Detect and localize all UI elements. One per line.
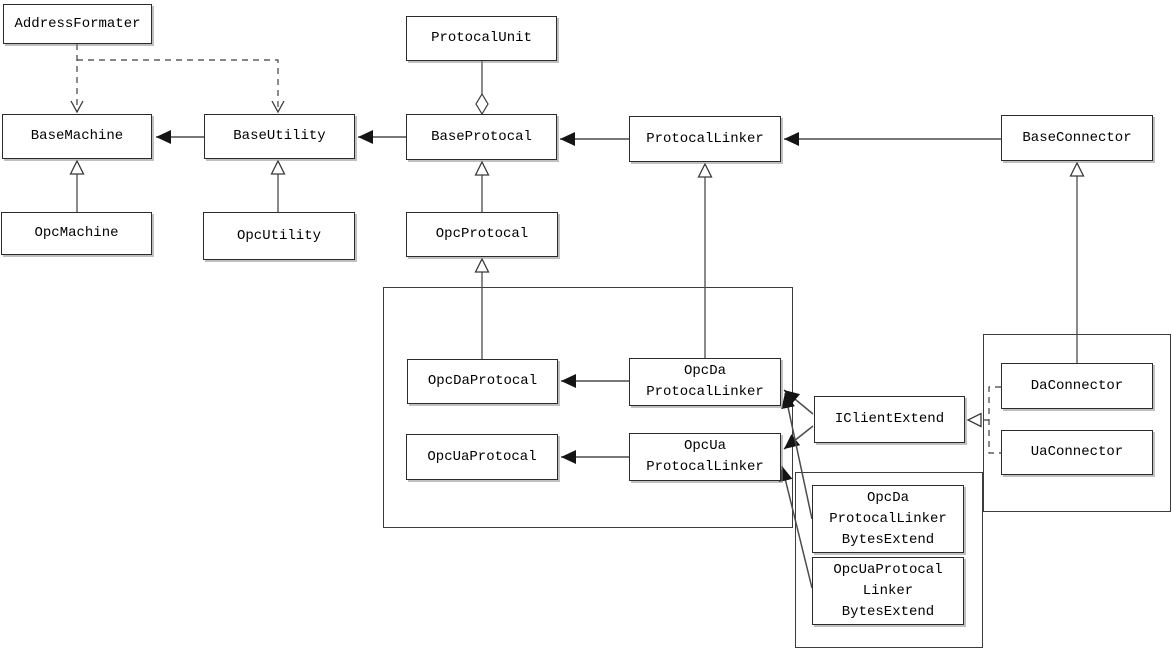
class-iclient-extend: IClientExtend — [814, 396, 965, 443]
class-protocal-unit: ProtocalUnit — [406, 16, 557, 61]
class-opc-da-protocal-linker-bytes-extend-label: OpcDa — [866, 489, 909, 506]
class-base-connector: BaseConnector — [1001, 115, 1153, 161]
edge-assoc-opc-da-bytes-extend-to-opc-da-protocal-linker — [781, 392, 813, 520]
class-opc-ua-protocal-linker-label: ProtocalLinker — [646, 459, 764, 475]
class-address-formater-label: AddressFormater — [14, 15, 141, 32]
class-opc-machine-label: OpcMachine — [34, 225, 119, 241]
class-opc-protocal: OpcProtocal — [406, 212, 558, 257]
class-base-utility: BaseUtility — [204, 114, 355, 159]
class-opc-ua-protocal-linker-label: OpcUa — [683, 438, 726, 454]
class-opc-ua-protocal-linker-bytes-extend-label: BytesExtend — [841, 603, 935, 620]
class-iclient-extend-label: IClientExtend — [834, 411, 945, 427]
class-base-protocal-label: BaseProtocal — [431, 128, 532, 145]
edge-dashed-plain-connector-bracket — [988, 386, 1001, 454]
edge-assoc-iclient-extend-to-opc-ua-protocal-linker — [783, 425, 814, 450]
class-da-connector-label: DaConnector — [1030, 377, 1124, 394]
class-address-formater: AddressFormater — [3, 4, 152, 44]
class-opc-utility-label: OpcUtility — [236, 227, 321, 244]
bytes-extend-group — [795, 472, 983, 648]
edge-assoc-opc-ua-bytes-extend-to-opc-ua-protocal-linker — [778, 465, 813, 589]
class-base-utility-label: BaseUtility — [233, 128, 326, 144]
class-opc-ua-protocal: OpcUaProtocal — [406, 434, 558, 480]
class-opc-ua-protocal-linker-bytes-extend-label: OpcUaProtocal — [833, 561, 943, 578]
class-opc-ua-protocal-label: OpcUaProtocal — [427, 448, 537, 465]
class-protocal-unit-label: ProtocalUnit — [431, 30, 532, 46]
class-opc-da-protocal-linker-bytes-extend-label: BytesExtend — [841, 531, 935, 548]
class-protocal-linker-label: ProtocalLinker — [646, 130, 764, 147]
class-da-connector: DaConnector — [1001, 363, 1153, 409]
class-opc-utility: OpcUtility — [203, 212, 355, 260]
class-opc-protocal-label: OpcProtocal — [435, 226, 529, 242]
class-base-machine: BaseMachine — [2, 114, 152, 159]
class-opc-da-protocal-linker-bytes-extend-label: ProtocalLinker — [829, 510, 947, 527]
class-base-machine-label: BaseMachine — [30, 128, 124, 144]
class-base-protocal: BaseProtocal — [406, 114, 557, 160]
class-ua-connector-label: UaConnector — [1030, 444, 1124, 460]
class-opc-da-protocal-linker-label: OpcDa — [683, 363, 726, 379]
class-base-connector-label: BaseConnector — [1022, 129, 1132, 146]
class-opc-machine: OpcMachine — [1, 212, 152, 255]
class-opc-da-protocal-linker-label: ProtocalLinker — [646, 384, 764, 400]
class-opc-da-protocal-label: OpcDaProtocal — [427, 373, 538, 389]
class-opc-ua-protocal-linker-bytes-extend-label: Linker — [862, 582, 914, 599]
edge-depend-address-formater-to-base-utility — [77, 59, 285, 114]
class-protocal-linker: ProtocalLinker — [629, 116, 781, 162]
class-ua-connector: UaConnector — [1001, 430, 1153, 475]
class-opc-da-protocal: OpcDaProtocal — [407, 359, 558, 404]
